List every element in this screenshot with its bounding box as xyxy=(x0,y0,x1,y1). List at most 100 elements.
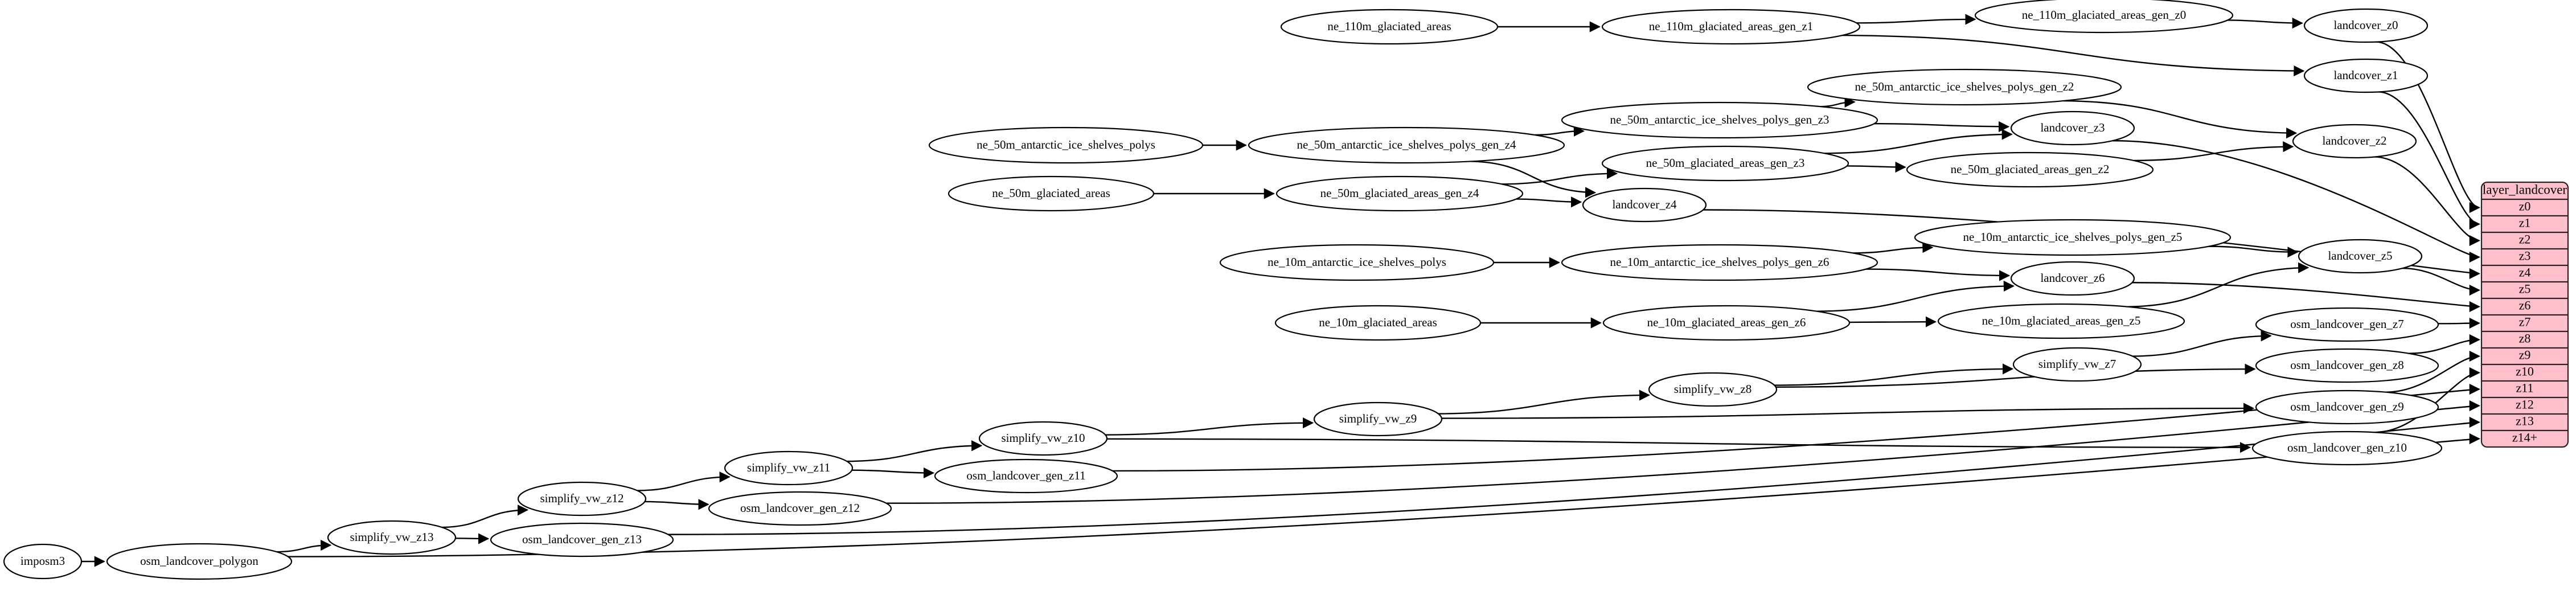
edge-ne_50m_glaciated_areas_gen_z3-to-ne_50m_glaciated_areas_gen_z2 xyxy=(1847,161,1906,173)
node-landcover_z3[interactable]: landcover_z3 xyxy=(2010,110,2135,146)
node-ne_50m_antarctic_ice_shelves_polys_gen_z4[interactable]: ne_50m_antarctic_ice_shelves_polys_gen_z… xyxy=(1248,126,1565,164)
node-landcover_z4[interactable]: landcover_z4 xyxy=(1582,187,1707,223)
table-row-z10[interactable]: z10 xyxy=(2516,364,2534,379)
node-imposm3[interactable]: imposm3 xyxy=(3,543,83,580)
node-landcover_z1[interactable]: landcover_z1 xyxy=(2303,58,2429,93)
edge-ne_50m_glaciated_areas_gen_z3-to-landcover_z3 xyxy=(1824,129,2013,154)
edge-landcover_z0-to-layer_landcover_z0 xyxy=(2376,41,2480,213)
node-shape xyxy=(724,450,854,486)
node-shape xyxy=(1561,244,1878,281)
node-simplify_vw_z12[interactable]: simplify_vw_z12 xyxy=(517,481,647,516)
node-ne_50m_glaciated_areas_gen_z2[interactable]: ne_50m_glaciated_areas_gen_z2 xyxy=(1906,151,2154,188)
node-label: ne_10m_antarctic_ice_shelves_polys_gen_z… xyxy=(1610,255,1830,269)
node-ne_50m_antarctic_ice_shelves_polys_gen_z2[interactable]: ne_50m_antarctic_ice_shelves_polys_gen_z… xyxy=(1807,68,2122,106)
edge-simplify_vw_z9-to-simplify_vw_z8 xyxy=(1438,389,1650,415)
node-osm_landcover_gen_z7[interactable]: osm_landcover_gen_z7 xyxy=(2255,307,2439,342)
node-osm_landcover_gen_z8[interactable]: osm_landcover_gen_z8 xyxy=(2255,348,2439,383)
edge-simplify_vw_z13-to-simplify_vw_z12 xyxy=(442,505,529,528)
edge-ne_50m_antarctic_ice_shelves_polys_gen_z2-to-landcover_z2 xyxy=(2063,100,2298,139)
node-label: simplify_vw_z11 xyxy=(747,461,830,474)
node-ne_50m_antarctic_ice_shelves_polys[interactable]: ne_50m_antarctic_ice_shelves_polys xyxy=(928,126,1204,164)
node-osm_landcover_polygon[interactable]: osm_landcover_polygon xyxy=(106,543,293,580)
node-landcover_z5[interactable]: landcover_z5 xyxy=(2298,239,2423,274)
table-row-z0[interactable]: z0 xyxy=(2519,199,2531,214)
edge-simplify_vw_z9-to-osm_landcover_gen_z9 xyxy=(1441,403,2255,419)
edge-ne_50m_glaciated_areas_gen_z4-to-ne_50m_glaciated_areas_gen_z3 xyxy=(1502,168,1618,185)
edge-osm_landcover_gen_z13-to-layer_landcover_z13 xyxy=(668,416,2480,535)
node-osm_landcover_gen_z13[interactable]: osm_landcover_gen_z13 xyxy=(490,522,674,557)
node-osm_landcover_gen_z12[interactable]: osm_landcover_gen_z12 xyxy=(708,491,892,526)
node-label: osm_landcover_gen_z9 xyxy=(2290,400,2403,413)
node-landcover_z2[interactable]: landcover_z2 xyxy=(2292,124,2417,159)
node-shape xyxy=(1248,126,1565,164)
edge-ne_110m_glaciated_areas_gen_z1-to-landcover_z1 xyxy=(1842,34,2305,77)
node-ne_10m_glaciated_areas_gen_z5[interactable]: ne_10m_glaciated_areas_gen_z5 xyxy=(1937,303,2185,339)
node-landcover_z0[interactable]: landcover_z0 xyxy=(2303,8,2429,43)
node-ne_50m_glaciated_areas_gen_z4[interactable]: ne_50m_glaciated_areas_gen_z4 xyxy=(1275,175,1524,212)
node-label: osm_landcover_gen_z10 xyxy=(2287,441,2407,454)
edge-ne_10m_antarctic_ice_shelves_polys_gen_z6-to-landcover_z6 xyxy=(1865,268,2011,281)
node-ne_110m_glaciated_areas_gen_z0[interactable]: ne_110m_glaciated_areas_gen_z0 xyxy=(1974,0,2234,34)
node-ne_10m_glaciated_areas_gen_z6[interactable]: ne_10m_glaciated_areas_gen_z6 xyxy=(1602,305,1851,341)
node-shape xyxy=(2255,389,2439,425)
node-shape xyxy=(1914,219,2232,256)
node-shape xyxy=(2292,124,2417,159)
node-ne_10m_antarctic_ice_shelves_polys_gen_z5[interactable]: ne_10m_antarctic_ice_shelves_polys_gen_z… xyxy=(1914,219,2232,256)
node-label: osm_landcover_gen_z11 xyxy=(966,469,1085,482)
node-label: ne_50m_antarctic_ice_shelves_polys_gen_z… xyxy=(1610,113,1830,126)
table-row-z14plus[interactable]: z14+ xyxy=(2512,430,2537,445)
node-simplify_vw_z10[interactable]: simplify_vw_z10 xyxy=(978,421,1108,456)
node-ne_10m_glaciated_areas[interactable]: ne_10m_glaciated_areas xyxy=(1274,305,1482,341)
node-simplify_vw_z13[interactable]: simplify_vw_z13 xyxy=(327,520,457,555)
edge-ne_10m_glaciated_areas_gen_z6-to-landcover_z6 xyxy=(1816,280,2015,312)
node-simplify_vw_z9[interactable]: simplify_vw_z9 xyxy=(1313,401,1443,437)
node-ne_50m_antarctic_ice_shelves_polys_gen_z3[interactable]: ne_50m_antarctic_ice_shelves_polys_gen_z… xyxy=(1561,101,1878,139)
node-label: simplify_vw_z13 xyxy=(350,530,434,544)
table-row-z12[interactable]: z12 xyxy=(2516,397,2534,412)
node-label: ne_50m_glaciated_areas_gen_z4 xyxy=(1320,186,1479,200)
table-row-z11[interactable]: z11 xyxy=(2516,381,2534,395)
node-osm_landcover_gen_z9[interactable]: osm_landcover_gen_z9 xyxy=(2255,389,2439,425)
edge-ne_50m_antarctic_ice_shelves_polys_gen_z4-to-landcover_z4 xyxy=(1470,161,1597,198)
node-label: ne_50m_glaciated_areas_gen_z3 xyxy=(1646,156,1805,170)
node-ne_110m_glaciated_areas[interactable]: ne_110m_glaciated_areas xyxy=(1280,9,1499,45)
table-row-z13[interactable]: z13 xyxy=(2516,414,2534,428)
node-shape xyxy=(2303,58,2429,93)
node-shape xyxy=(978,421,1108,456)
table-row-z5[interactable]: z5 xyxy=(2519,282,2531,296)
node-landcover_z6[interactable]: landcover_z6 xyxy=(2010,261,2135,296)
node-label: ne_110m_glaciated_areas xyxy=(1327,19,1451,33)
table-row-z6[interactable]: z6 xyxy=(2519,298,2531,313)
table-row-z4[interactable]: z4 xyxy=(2519,265,2531,280)
node-label: simplify_vw_z9 xyxy=(1339,412,1417,425)
node-ne_50m_glaciated_areas[interactable]: ne_50m_glaciated_areas xyxy=(947,175,1155,212)
node-simplify_vw_z11[interactable]: simplify_vw_z11 xyxy=(724,450,854,486)
node-shape xyxy=(2255,348,2439,383)
edge-landcover_z5-to-layer_landcover_z5 xyxy=(2402,267,2480,296)
node-label: ne_10m_glaciated_areas_gen_z6 xyxy=(1647,315,1806,329)
table-row-z8[interactable]: z8 xyxy=(2519,331,2531,346)
table-row-z7[interactable]: z7 xyxy=(2519,315,2531,329)
node-simplify_vw_z8[interactable]: simplify_vw_z8 xyxy=(1648,372,1778,407)
edges-layer xyxy=(81,14,2480,567)
node-ne_50m_glaciated_areas_gen_z3[interactable]: ne_50m_glaciated_areas_gen_z3 xyxy=(1601,145,1849,182)
node-osm_landcover_gen_z11[interactable]: osm_landcover_gen_z11 xyxy=(934,458,1118,494)
edge-ne_10m_antarctic_ice_shelves_polys_gen_z5-to-landcover_z5 xyxy=(2209,245,2299,258)
table-row-z2[interactable]: z2 xyxy=(2519,232,2531,247)
node-shape xyxy=(1561,101,1878,139)
node-osm_landcover_gen_z10[interactable]: osm_landcover_gen_z10 xyxy=(2251,430,2443,466)
table-row-z3[interactable]: z3 xyxy=(2519,249,2531,263)
node-shape xyxy=(2298,239,2423,274)
edge-simplify_vw_z11-to-osm_landcover_gen_z11 xyxy=(852,467,935,479)
node-ne_10m_antarctic_ice_shelves_polys_gen_z6[interactable]: ne_10m_antarctic_ice_shelves_polys_gen_z… xyxy=(1561,244,1878,281)
node-simplify_vw_z7[interactable]: simplify_vw_z7 xyxy=(2012,347,2142,382)
node-shape xyxy=(1274,305,1482,341)
node-ne_10m_antarctic_ice_shelves_polys[interactable]: ne_10m_antarctic_ice_shelves_polys xyxy=(1219,244,1495,281)
table-row-z1[interactable]: z1 xyxy=(2519,216,2531,230)
node-shape xyxy=(1807,68,2122,106)
node-label: simplify_vw_z10 xyxy=(1002,431,1085,445)
node-ne_110m_glaciated_areas_gen_z1[interactable]: ne_110m_glaciated_areas_gen_z1 xyxy=(1601,9,1861,45)
edge-osm_landcover_gen_z10-to-layer_landcover_z10 xyxy=(2374,367,2480,433)
node-label: ne_110m_glaciated_areas_gen_z1 xyxy=(1649,19,1813,33)
table-row-z9[interactable]: z9 xyxy=(2519,348,2531,362)
